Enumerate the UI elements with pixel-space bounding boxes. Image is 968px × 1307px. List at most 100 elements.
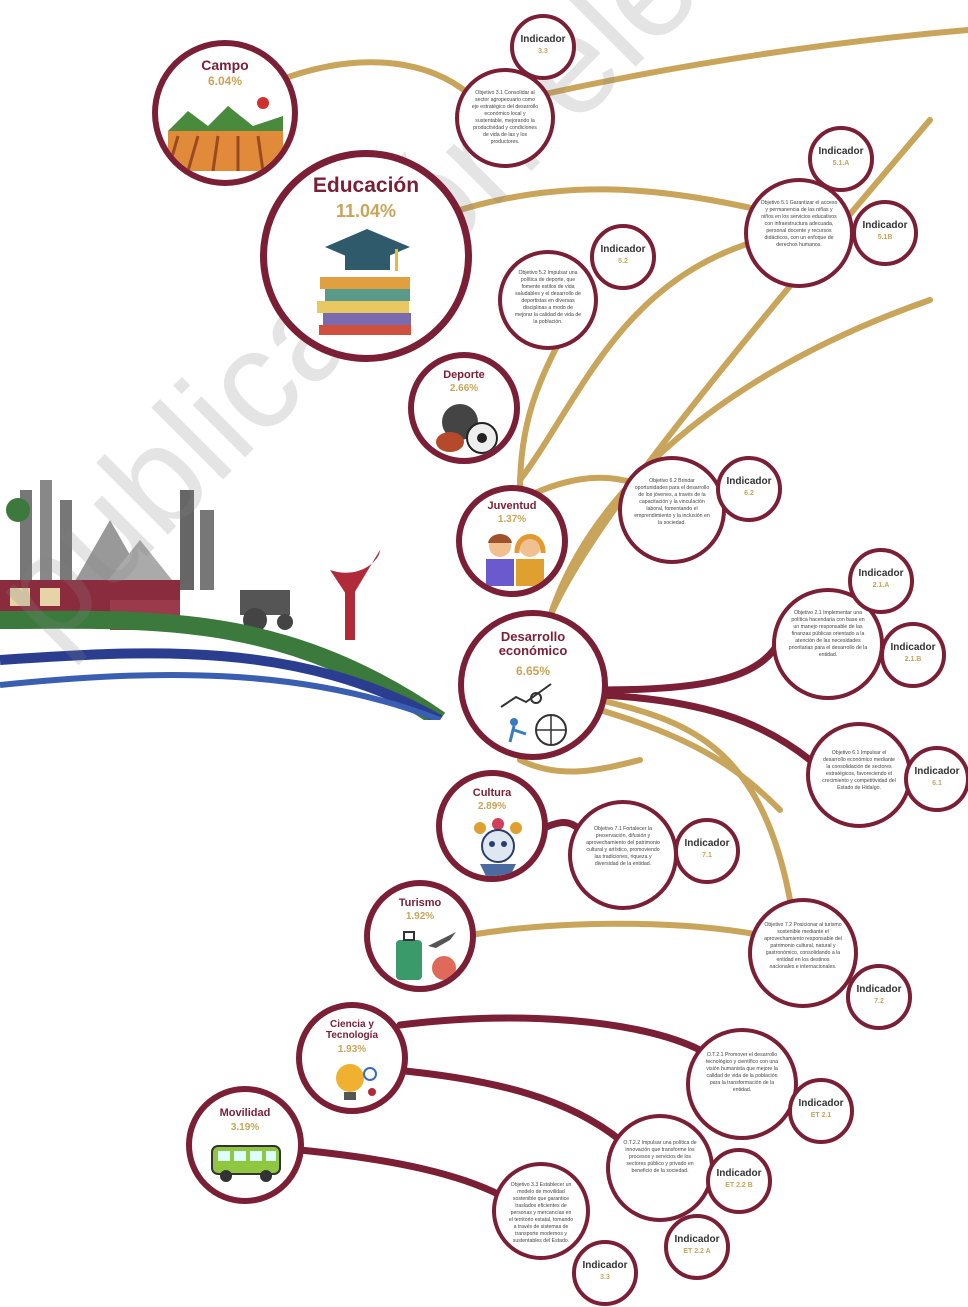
objective-7-1[interactable]: Objetivo 7.1 Fortalecer la preservación,… [568, 800, 678, 910]
indicator-title: Indicador [716, 1168, 762, 1179]
sector-turismo[interactable]: Turismo 1.92% [364, 880, 476, 992]
sector-deporte-pct: 2.66% [449, 383, 479, 394]
indicator-3-1[interactable]: Indicador 3.3 [510, 14, 576, 80]
graduation-books-icon [317, 229, 411, 335]
objective-3-1[interactable]: Objetivo 3.1 Consolidar al sector agrope… [455, 68, 555, 168]
indicator-title: Indicador [914, 766, 960, 777]
indicator-code: 3.3 [600, 1274, 610, 1281]
objective-2-1-text: Objetivo 2.1 Implementar una política ha… [788, 610, 868, 659]
objective-ot-2-1-text: O.T.2.1 Promover el desarrollo tecnológi… [705, 1052, 779, 1094]
indicator-5-1-b[interactable]: Indicador 5.1B [852, 200, 918, 266]
indicator-title: Indicador [726, 476, 772, 487]
indicator-title: Indicador [862, 220, 908, 231]
objective-6-2[interactable]: Objetivo 6.2 Brindar oportunidades para … [618, 456, 726, 564]
objective-5-1-text: Objetivo 5.1 Garantizar el acceso y perm… [760, 200, 838, 249]
indicator-title: Indicador [674, 1234, 720, 1245]
sector-campo[interactable]: Campo 6.04% [152, 40, 298, 186]
sector-juventud-pct: 1.37% [497, 514, 527, 525]
industry-landscape-illustration [0, 480, 446, 720]
indicator-title: Indicador [520, 34, 566, 45]
sector-educacion[interactable]: Educación 11.04% [260, 150, 472, 362]
indicator-code: 5.1B [877, 234, 893, 241]
indicator-6-2[interactable]: Indicador 6.2 [716, 456, 782, 522]
indicator-title: Indicador [890, 642, 936, 653]
objective-6-1-text: Objetivo 6.1 Impulsar el desarrollo econ… [822, 750, 896, 792]
farm-field-icon [168, 97, 283, 171]
sector-deporte[interactable]: Deporte 2.66% [408, 352, 520, 464]
objective-5-2[interactable]: Objetivo 5.2 Impulsar una política de de… [498, 250, 598, 350]
indicator-title: Indicador [684, 838, 730, 849]
sector-desarrollo-name: Desarrollo económico [498, 629, 568, 658]
indicator-code: ET 2.1 [810, 1112, 832, 1119]
objective-3-1-text: Objetivo 3.1 Consolidar al sector agrope… [471, 90, 539, 146]
indicator-2-1-b[interactable]: Indicador 2.1.B [880, 622, 946, 688]
indicator-et-2-2-b[interactable]: Indicador ET 2.2 B [706, 1148, 772, 1214]
sector-desarrollo-economico[interactable]: Desarrollo económico 6.65% [458, 610, 608, 760]
indicator-3-3[interactable]: Indicador 3.3 [572, 1240, 638, 1306]
objective-5-1[interactable]: Objetivo 5.1 Garantizar el acceso y perm… [744, 178, 854, 288]
sector-desarrollo-pct: 6.65% [515, 664, 551, 678]
sector-cultura-pct: 2.89% [477, 801, 507, 812]
sector-ciencia-pct: 1.93% [337, 1044, 367, 1055]
indicator-et-2-1[interactable]: Indicador ET 2.1 [788, 1078, 854, 1144]
indicator-title: Indicador [856, 984, 902, 995]
sector-cultura-name: Cultura [472, 787, 512, 799]
indicator-5-2[interactable]: Indicador 5.2 [590, 224, 656, 290]
sector-juventud[interactable]: Juventud 1.37% [456, 485, 568, 597]
objective-ot-2-1[interactable]: O.T.2.1 Promover el desarrollo tecnológi… [686, 1028, 798, 1140]
young-people-icon [486, 534, 546, 586]
sector-campo-name: Campo [201, 57, 249, 73]
indicator-title: Indicador [798, 1098, 844, 1109]
indicator-title: Indicador [582, 1260, 628, 1271]
indicator-title: Indicador [818, 146, 864, 157]
indicator-code: 5.1.A [832, 160, 850, 167]
objective-7-1-text: Objetivo 7.1 Fortalecer la preservación,… [586, 826, 660, 868]
sports-balls-icon [436, 404, 498, 454]
sector-turismo-name: Turismo [398, 897, 442, 909]
indicator-5-1-a[interactable]: Indicador 5.1.A [808, 126, 874, 192]
indicator-et-2-2-a[interactable]: Indicador ET 2.2 A [664, 1214, 730, 1280]
indicator-6-1[interactable]: Indicador 6.1 [904, 746, 968, 812]
sector-ciencia-tecnologia[interactable]: Ciencia y Tecnología 1.93% [296, 1002, 408, 1114]
objective-7-2-text: Objetivo 7.2 Posicionar al turismo soste… [764, 922, 842, 971]
objective-7-2[interactable]: Objetivo 7.2 Posicionar al turismo soste… [748, 898, 858, 1008]
objective-3-3[interactable]: Objetivo 3.3 Establecer un modelo de mov… [492, 1162, 590, 1260]
indicator-2-1-a[interactable]: Indicador 2.1.A [848, 548, 914, 614]
sector-movilidad-name: Movilidad [219, 1107, 271, 1119]
sector-juventud-name: Juventud [487, 500, 537, 512]
sector-deporte-name: Deporte [443, 369, 485, 381]
sector-educacion-name: Educación [312, 174, 420, 197]
suitcase-plane-icon [396, 931, 456, 980]
indicator-title: Indicador [600, 244, 646, 255]
indicator-code: ET 2.2 B [725, 1182, 753, 1189]
indicator-code: 5.2 [618, 258, 628, 265]
science-technology-icon [336, 1064, 377, 1100]
catrina-skull-icon [474, 818, 522, 876]
indicator-code: 6.1 [932, 780, 942, 787]
bus-icon [211, 1145, 281, 1182]
indicator-code: 2.1.A [872, 582, 890, 589]
sector-movilidad[interactable]: Movilidad 3.19% [186, 1086, 304, 1204]
sector-movilidad-pct: 3.19% [230, 1122, 260, 1133]
indicator-7-1[interactable]: Indicador 7.1 [674, 818, 740, 884]
indicator-code: 3.3 [538, 48, 548, 55]
indicator-7-2[interactable]: Indicador 7.2 [846, 964, 912, 1030]
indicator-code: 7.1 [702, 852, 712, 859]
objective-6-1[interactable]: Objetivo 6.1 Impulsar el desarrollo econ… [806, 722, 912, 828]
objective-5-2-text: Objetivo 5.2 Impulsar una política de de… [514, 270, 582, 326]
sector-educacion-pct: 11.04% [335, 201, 397, 221]
objective-ot-2-2-text: O.T.2.2 Impulsar una política de innovac… [623, 1140, 697, 1175]
objective-6-2-text: Objetivo 6.2 Brindar oportunidades para … [634, 478, 710, 527]
indicator-title: Indicador [858, 568, 904, 579]
sector-cultura[interactable]: Cultura 2.89% [436, 770, 548, 882]
sector-campo-pct: 6.04% [207, 74, 243, 88]
objective-3-3-text: Objetivo 3.3 Establecer un modelo de mov… [508, 1182, 574, 1245]
objective-ot-2-2[interactable]: O.T.2.2 Impulsar una política de innovac… [606, 1114, 714, 1222]
indicator-code: ET 2.2 A [683, 1248, 711, 1255]
indicator-code: 7.2 [874, 998, 884, 1005]
economic-growth-icon [500, 683, 567, 746]
indicator-code: 2.1.B [904, 656, 922, 663]
objective-2-1[interactable]: Objetivo 2.1 Implementar una política ha… [772, 588, 884, 700]
sector-ciencia-name: Ciencia y Tecnología [325, 1019, 379, 1041]
sector-turismo-pct: 1.92% [405, 911, 435, 922]
